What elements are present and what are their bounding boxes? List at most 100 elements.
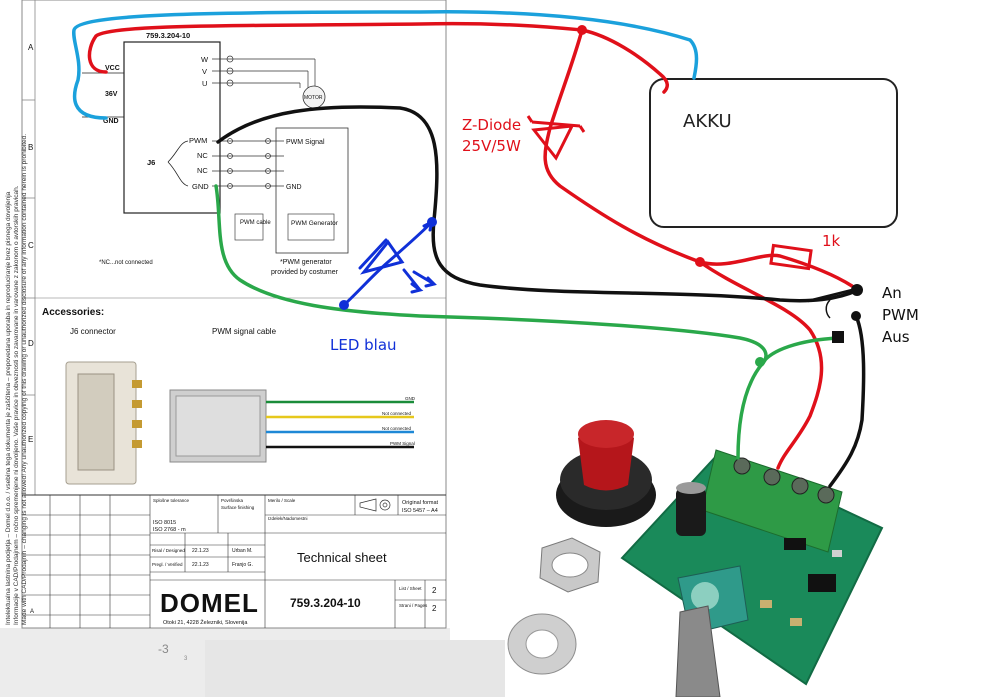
switch-label-aus: Aus [882,328,910,346]
accessories-title: Accessories: [42,307,104,318]
wire-black-pwm [216,105,860,303]
svg-text:Franjo G.: Franjo G. [232,562,253,568]
svg-text:List / Sheet: List / Sheet [399,586,422,591]
svg-text:A: A [30,609,34,615]
svg-text:Informacije v CAD/Prodajnem –: Informacije v CAD/Prodajnem – ročno spre… [13,185,20,625]
row-label-c: C [28,241,34,250]
led-label: LED blau [330,336,397,354]
technical-sheet: A B C D E Intelektualna lastnina podjetj… [5,0,447,662]
domel-address: Otoki 21, 4228 Železniki, Slovenija [163,618,248,626]
phase-u: U [202,79,207,88]
svg-text:ISO 2768 - m: ISO 2768 - m [153,527,186,533]
svg-text:Izdelek/Nadomestni: Izdelek/Nadomestni [268,516,308,521]
pin-nc2: NC [197,166,208,175]
cable-wire-nc1: Not connected [382,411,412,416]
akku-label: AKKU [683,111,732,132]
pin-gnd: GND [192,182,209,191]
potentiometer-body [675,565,749,697]
side-legal-text: Intelektualna lastnina podjetja – Domel … [5,134,28,625]
gen-note-2: provided by costumer [271,269,339,276]
washer-icon [507,613,577,675]
resistor-icon [769,243,813,271]
wire-green-gnd [214,184,768,368]
vcc-label: VCC [105,65,120,72]
accessories-section: Accessories: J6 connector PWM signal cab… [42,307,416,485]
akku-battery: AKKU [649,78,898,228]
projection-symbol-icon [359,498,391,512]
j6-connector-label: J6 connector [70,327,116,336]
title-block [22,495,446,628]
ic-chip-icon [808,574,836,592]
row-label-d: D [28,339,34,348]
wire-black-return [828,314,866,488]
switch-icon [807,284,863,343]
svg-text:22.1.23: 22.1.23 [192,562,209,568]
svg-text:2: 2 [432,604,437,613]
svg-text:Strani / Pages: Strani / Pages [399,603,428,608]
svg-text:Surface finishing: Surface finishing [221,505,255,510]
pwm-cable-label: PWM cable [240,220,271,226]
cable-wire-pwm: PWM Signal [390,441,415,446]
motor-icon: MOTOR [302,85,326,109]
svg-text:MOTOR: MOTOR [304,95,323,101]
v36-label: 36V [105,91,118,98]
row-label-e: E [28,435,33,444]
nut-icon [539,537,601,593]
gnd-label: GND [103,118,119,125]
wire-red-vcc [87,21,669,94]
switch-label-pwm: PWM [882,306,919,324]
phase-v: V [202,67,207,76]
pin-nc1: NC [197,151,208,160]
svg-text:ISO 5457 – A4: ISO 5457 – A4 [402,508,438,514]
j6-connector-icon [65,361,142,485]
led-symbol-icon [342,219,437,307]
pin-pwm: PWM [189,136,207,145]
wire-blue-gnd [72,10,699,120]
phase-w: W [201,55,209,64]
svg-text:22.1.23: 22.1.23 [192,548,209,554]
screw-terminal [701,449,843,553]
transistor-icon [784,538,806,550]
resistor-label: 1k [822,232,841,250]
switch-label-an: An [882,284,902,302]
drawing-code: 759.3.204-10 [290,596,361,610]
svg-text:Splošne tolerance: Splošne tolerance [153,498,190,503]
title-block-text: Splošne tolerance ISO 8015 ISO 2768 - m … [30,498,439,626]
pwm-cable-icon: GND Not connected Not connected PWM Sign… [169,389,416,463]
svg-text:Merilo / Scale: Merilo / Scale [268,498,296,503]
row-label-a: A [28,43,34,52]
svg-text:Made with CAD/Prodajnih – chan: Made with CAD/Prodajnih – changing is no… [21,134,28,625]
svg-text:Površinska: Površinska [221,498,244,503]
motor-controller-block: 759.3.204-10 VCC 36V GND W V U MOTOR J6 … [82,31,326,266]
j6-label: J6 [147,158,155,167]
svg-text:Intelektualna lastnina podjetj: Intelektualna lastnina podjetja – Domel … [5,191,12,625]
svg-text:Risal / Designed: Risal / Designed [152,548,185,553]
below-note-small: 3 [184,656,188,662]
pwm-signal-cable-label: PWM signal cable [212,327,277,336]
row-label-b: B [28,143,33,152]
potentiometer-knob-icon [556,420,656,527]
svg-text:Original format: Original format [402,500,439,506]
nc-note: *NC...not connected [99,260,153,266]
gen-note-1: *PWM generator [280,259,332,266]
zdiode-label-2: 25V/5W [462,137,521,155]
gen-pin-pwm: PWM Signal [286,139,325,146]
wire-red-to-pcb [698,260,824,470]
domel-logo: DOMEL [160,588,259,618]
wire-red-diode [543,28,854,288]
pwm-generator-block: PWM Signal GND PWM cable PWM Generator *… [234,127,349,276]
gen-pin-gnd: GND [286,184,302,191]
svg-text:Pregl. / Verified: Pregl. / Verified [152,562,183,567]
zener-diode-icon [526,115,586,161]
sheet-title: Technical sheet [297,550,387,565]
svg-text:Urban M.: Urban M. [232,548,253,554]
pwm-controller-module [507,420,884,697]
block-title: 759.3.204-10 [146,31,190,40]
pwm-generator-label: PWM Generator [291,220,339,227]
zdiode-label-1: Z-Diode [462,116,521,134]
capacitor-icon [676,482,706,536]
svg-text:ISO 8015: ISO 8015 [153,520,176,526]
below-note: -3 [158,642,169,656]
cable-wire-nc2: Not connected [382,426,412,431]
